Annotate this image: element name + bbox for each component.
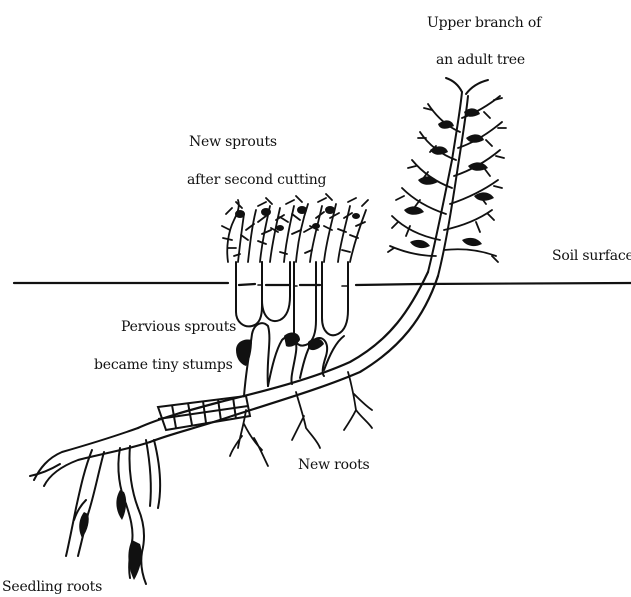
new-roots-label: New roots xyxy=(298,456,370,474)
new-sprouts-label-line1: New sprouts xyxy=(189,133,277,151)
new-roots xyxy=(230,372,372,466)
seedling-roots-label: Seedling roots xyxy=(2,578,102,596)
upper-branch-label-line2: an adult tree xyxy=(436,51,525,69)
pervious-sprouts-label-line1: Pervious sprouts xyxy=(121,318,236,336)
soil-surface-label: Soil surface xyxy=(552,247,631,265)
new-sprouts-label-line2: after second cutting xyxy=(187,171,326,189)
adult-tree-branch xyxy=(428,78,488,276)
upper-branch-label-line1: Upper branch of xyxy=(427,14,541,32)
stump-dark-tops xyxy=(236,333,324,366)
new-sprouts-foliage xyxy=(222,194,368,262)
pervious-sprouts-label-line2: became tiny stumps xyxy=(94,356,233,374)
